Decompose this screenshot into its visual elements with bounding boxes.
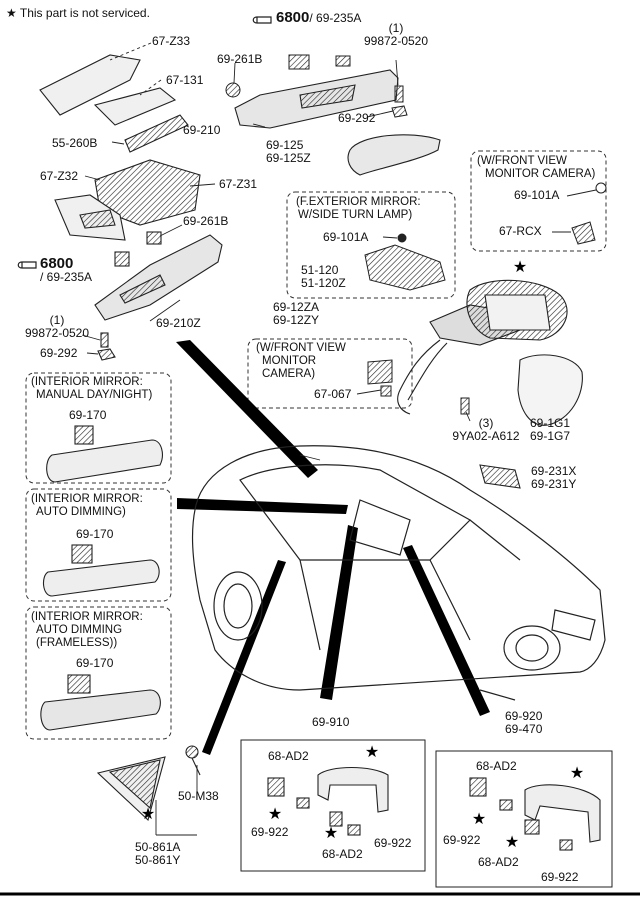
mirror-harness	[397, 339, 448, 415]
visor-clip-top	[225, 54, 408, 118]
label-69-261b-mid[interactable]: 69-261B	[183, 214, 229, 228]
label-69-170-manual[interactable]: 69-170	[69, 408, 107, 422]
notice-text: This part is not serviced.	[19, 6, 150, 20]
star-icon: ★	[513, 259, 527, 276]
label-69-922-d[interactable]: 69-922	[541, 870, 579, 884]
label-69-922-b[interactable]: 69-922	[374, 836, 412, 850]
label-67-z33[interactable]: 67-Z33	[152, 34, 191, 48]
star-icon: ★	[472, 811, 486, 828]
exterior-mirror-assembly	[429, 279, 583, 426]
label-69-210[interactable]: 69-210	[183, 123, 221, 137]
box-front-camera-mid	[247, 338, 413, 409]
pointer-band-5	[403, 545, 490, 716]
star-icon: ★	[268, 806, 282, 823]
box-69-910	[240, 739, 426, 872]
star-icon: ★	[324, 825, 338, 842]
label-69-101a-top[interactable]: 69-101A	[514, 188, 560, 202]
box-front-camera-top	[470, 150, 607, 252]
label-69-292-top[interactable]: 69-292	[338, 111, 376, 125]
camera-unit	[367, 182, 607, 415]
label-69-170-auto[interactable]: 69-170	[76, 527, 114, 541]
console-bracket	[39, 54, 189, 153]
box-ext-mirror	[286, 191, 456, 299]
label-68-ad2-b[interactable]: 68-AD2	[322, 847, 363, 861]
corner-trim	[96, 745, 201, 822]
rear-view-mirror-manual	[46, 425, 163, 483]
lamp-unit	[364, 233, 446, 291]
label-67-067[interactable]: 67-067	[314, 387, 352, 401]
box-69-920	[435, 750, 613, 888]
star-icon: ★	[570, 765, 584, 782]
rear-view-mirror-auto	[43, 544, 160, 597]
sun-visor-top	[234, 69, 399, 129]
pointer-hand-icon-left	[17, 261, 37, 269]
label-69-922-c[interactable]: 69-922	[443, 833, 481, 847]
caption-interior-frameless: (INTERIOR MIRROR:AUTO DIMMING(FRAMELESS)…	[31, 611, 143, 649]
label-68-ad2-c[interactable]: 68-AD2	[476, 759, 517, 773]
star-markers: ★ ★ ★ ★ ★ ★ ★ ★	[141, 259, 584, 851]
interior-lamp	[479, 464, 521, 489]
pointer-band-4	[202, 560, 286, 755]
assist-grip-right	[469, 777, 601, 851]
pointer-band-2	[177, 498, 348, 514]
console-panel	[54, 159, 201, 241]
ref-6800-top[interactable]: 6800/ 69-235A	[276, 9, 362, 26]
label-99872-0520-left[interactable]: (1)99872-0520	[24, 313, 90, 340]
label-69-910[interactable]: 69-910	[312, 715, 350, 729]
pointer-band-1	[176, 340, 318, 478]
mirror-cap	[347, 134, 441, 176]
label-69-261b-top[interactable]: 69-261B	[217, 52, 263, 66]
label-99872-0520-top[interactable]: (1)99872-0520	[363, 21, 429, 48]
label-67-rcx[interactable]: 67-RCX	[499, 224, 542, 238]
label-68-ad2-a[interactable]: 68-AD2	[268, 749, 309, 763]
pointer-hand-icon	[252, 16, 272, 24]
label-55-260b[interactable]: 55-260B	[52, 136, 98, 150]
box-interior-auto	[25, 488, 172, 602]
label-69-101a-mid[interactable]: 69-101A	[323, 230, 369, 244]
label-9ya02-a612[interactable]: (3)9YA02-A612	[452, 416, 520, 443]
label-67-131[interactable]: 67-131	[166, 73, 204, 87]
label-67-z32[interactable]: 67-Z32	[40, 169, 79, 183]
sun-visor-left	[94, 231, 223, 361]
assist-grip-left	[267, 767, 389, 836]
label-68-ad2-d[interactable]: 68-AD2	[478, 855, 519, 869]
star-icon: ★	[141, 806, 155, 823]
caption-ext-mirror: (F.EXTERIOR MIRROR:W/SIDE TURN LAMP)	[296, 196, 421, 221]
star-icon: ★	[365, 744, 379, 761]
label-69-210z[interactable]: 69-210Z	[156, 316, 201, 330]
box-interior-frameless	[25, 606, 172, 740]
label-67-z31[interactable]: 67-Z31	[219, 177, 258, 191]
ref-6800-left[interactable]: 6800 / 69-235A	[40, 255, 93, 284]
label-69-170-frameless[interactable]: 69-170	[76, 656, 114, 670]
leader-lines	[81, 42, 597, 836]
star-icon: ★	[6, 6, 17, 20]
car-outline	[191, 445, 606, 701]
label-69-292-left[interactable]: 69-292	[40, 346, 78, 360]
not-serviced-notice: ★ This part is not serviced.	[6, 6, 150, 20]
box-interior-manual	[25, 372, 172, 484]
caption-interior-manual: (INTERIOR MIRROR:MANUAL DAY/NIGHT)	[31, 376, 153, 401]
star-icon: ★	[505, 834, 519, 851]
label-69-922-a[interactable]: 69-922	[251, 825, 289, 839]
label-50-m38[interactable]: 50-M38	[178, 789, 219, 803]
pointer-band-3	[320, 525, 358, 700]
caption-interior-auto: (INTERIOR MIRROR:AUTO DIMMING)	[31, 493, 143, 518]
rear-view-mirror-frameless	[40, 674, 161, 731]
